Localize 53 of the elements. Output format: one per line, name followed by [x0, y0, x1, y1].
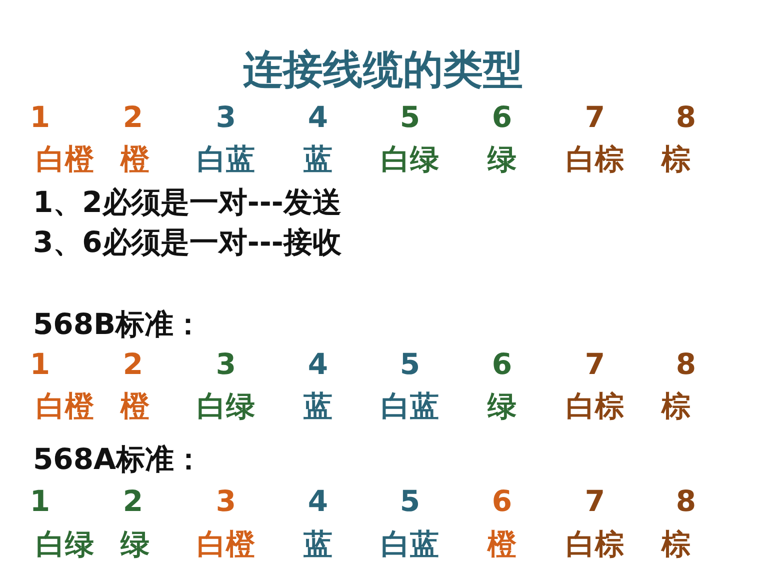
pin-number: 1	[30, 102, 50, 134]
wire-color-label: 白橙	[36, 391, 94, 423]
wire-color-label: 橙	[120, 144, 150, 176]
wire-color-label: 蓝	[304, 144, 332, 176]
wire-color-label: 绿	[488, 144, 516, 176]
pin-number: 7	[584, 349, 606, 381]
pin-number: 6	[492, 486, 512, 518]
wire-color-label: 白绿	[197, 391, 255, 423]
wire-color-label: 白棕	[566, 391, 624, 423]
pin-number: 7	[584, 102, 606, 134]
pin-number: 5	[400, 486, 420, 518]
pin-number: 3	[216, 486, 236, 518]
note-text: 3、6必须是一对---接收	[33, 227, 342, 259]
pin-number: 2	[122, 102, 144, 134]
pin-number: 7	[584, 486, 606, 518]
pin-number: 8	[676, 102, 696, 134]
wire-color-label: 白蓝	[381, 391, 439, 423]
wire-color-label: 蓝	[304, 529, 332, 561]
wire-color-label: 蓝	[304, 391, 332, 423]
pin-number: 3	[216, 102, 236, 134]
wire-color-label: 橙	[120, 391, 150, 423]
wire-color-label: 白橙	[197, 529, 255, 561]
wire-color-label: 棕	[662, 144, 690, 176]
pin-number: 5	[400, 102, 420, 134]
pin-number: 6	[492, 102, 512, 134]
pin-number: 1	[30, 486, 50, 518]
wire-color-label: 白蓝	[381, 529, 439, 561]
pin-number: 2	[122, 349, 144, 381]
wire-color-label: 棕	[662, 391, 690, 423]
pin-number: 4	[308, 486, 328, 518]
pin-number: 5	[400, 349, 420, 381]
section-heading: 568B标准：	[33, 309, 203, 341]
wire-color-label: 白蓝	[197, 144, 255, 176]
section-heading: 568A标准：	[33, 444, 203, 476]
wire-color-label: 白绿	[36, 529, 94, 561]
pin-number: 3	[216, 349, 236, 381]
wire-color-label: 绿	[120, 529, 150, 561]
pin-number: 8	[676, 349, 696, 381]
wire-color-label: 白绿	[381, 144, 439, 176]
pin-number: 4	[308, 349, 328, 381]
wire-color-label: 白橙	[36, 144, 94, 176]
pin-number: 1	[30, 349, 50, 381]
note-text: 1、2必须是一对---发送	[33, 187, 342, 219]
slide-title: 连接线缆的类型	[243, 48, 523, 92]
wire-color-label: 绿	[488, 391, 516, 423]
wire-color-label: 白棕	[566, 529, 624, 561]
pin-number: 4	[308, 102, 328, 134]
pin-number: 2	[122, 486, 144, 518]
pin-number: 8	[676, 486, 696, 518]
wire-color-label: 橙	[488, 529, 516, 561]
wire-color-label: 白棕	[566, 144, 624, 176]
wire-color-label: 棕	[662, 529, 690, 561]
pin-number: 6	[492, 349, 512, 381]
